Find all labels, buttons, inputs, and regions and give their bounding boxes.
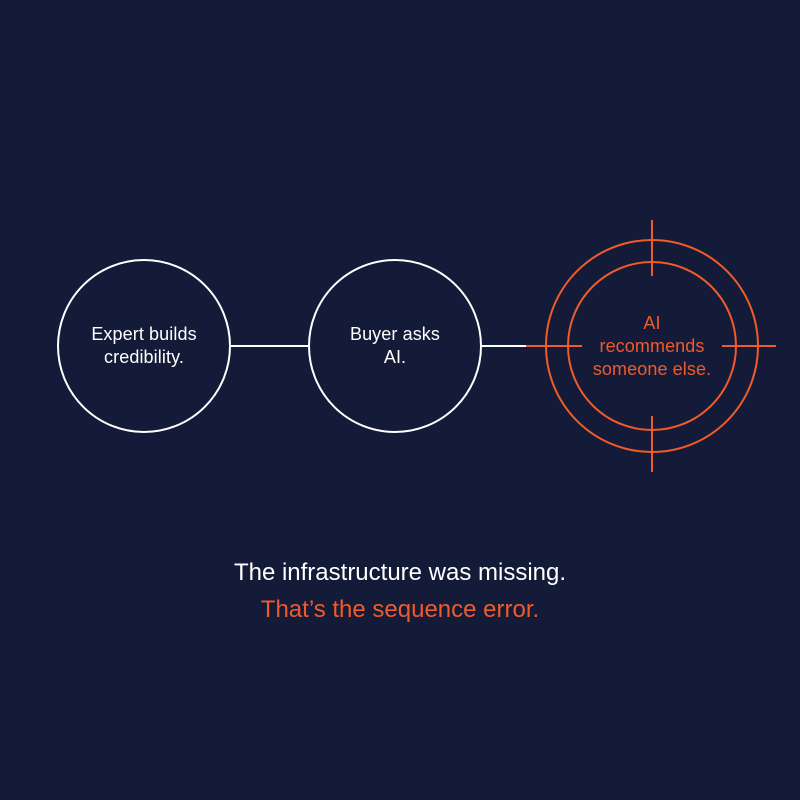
step-label-line: credibility. xyxy=(104,347,184,367)
step-circle-buyer xyxy=(308,259,482,433)
step-label-expert: Expert builds credibility. xyxy=(64,300,224,392)
step-label-line: recommends xyxy=(599,335,705,356)
step-circle-expert xyxy=(57,259,231,433)
step-label-line: Expert builds xyxy=(91,324,197,344)
step-label-ai: AI recommends someone else. xyxy=(567,300,737,392)
caption-primary: The infrastructure was missing. xyxy=(233,559,567,586)
crosshair-target-icon xyxy=(526,220,776,472)
step-label-line: Buyer asks xyxy=(349,324,441,344)
step-label-line: AI. xyxy=(383,347,407,367)
step-label-buyer: Buyer asks AI. xyxy=(315,300,475,392)
caption-accent: That’s the sequence error. xyxy=(260,596,540,623)
step-label-line: AI xyxy=(643,312,661,333)
step-label-line: someone else. xyxy=(592,358,712,379)
